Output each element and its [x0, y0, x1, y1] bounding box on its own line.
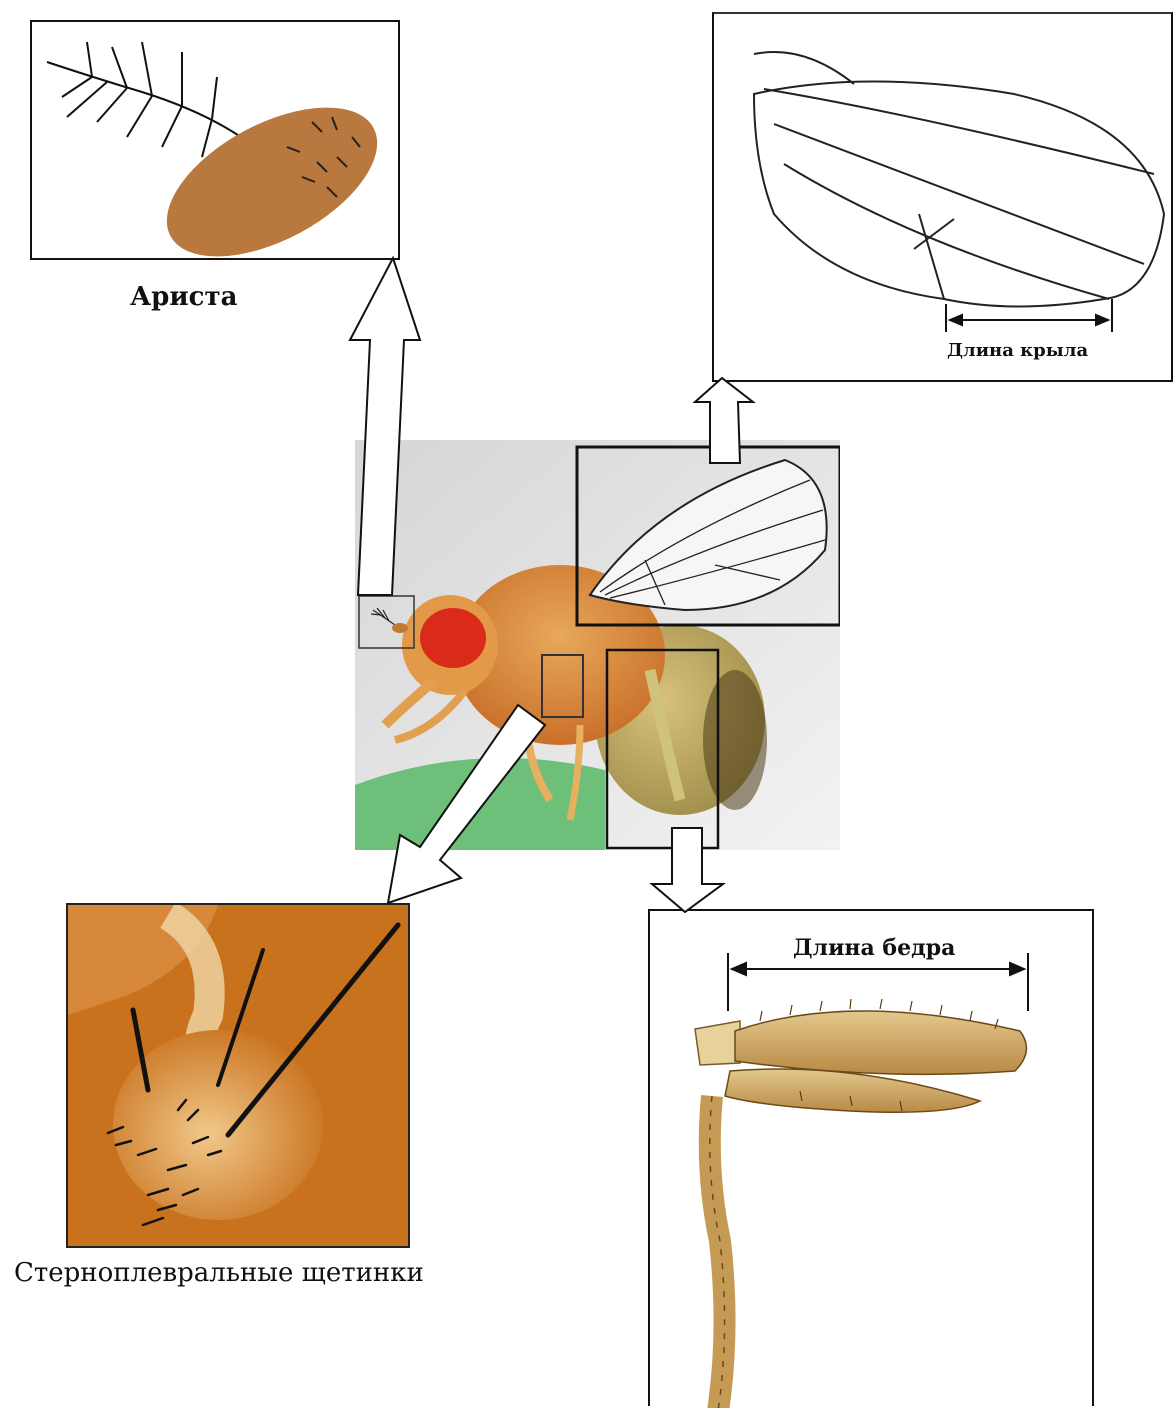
- arrow-to-bristles: [388, 705, 545, 903]
- arrow-to-femur: [652, 828, 723, 912]
- arrow-to-arista: [350, 258, 420, 595]
- arrow-to-wing: [695, 378, 753, 463]
